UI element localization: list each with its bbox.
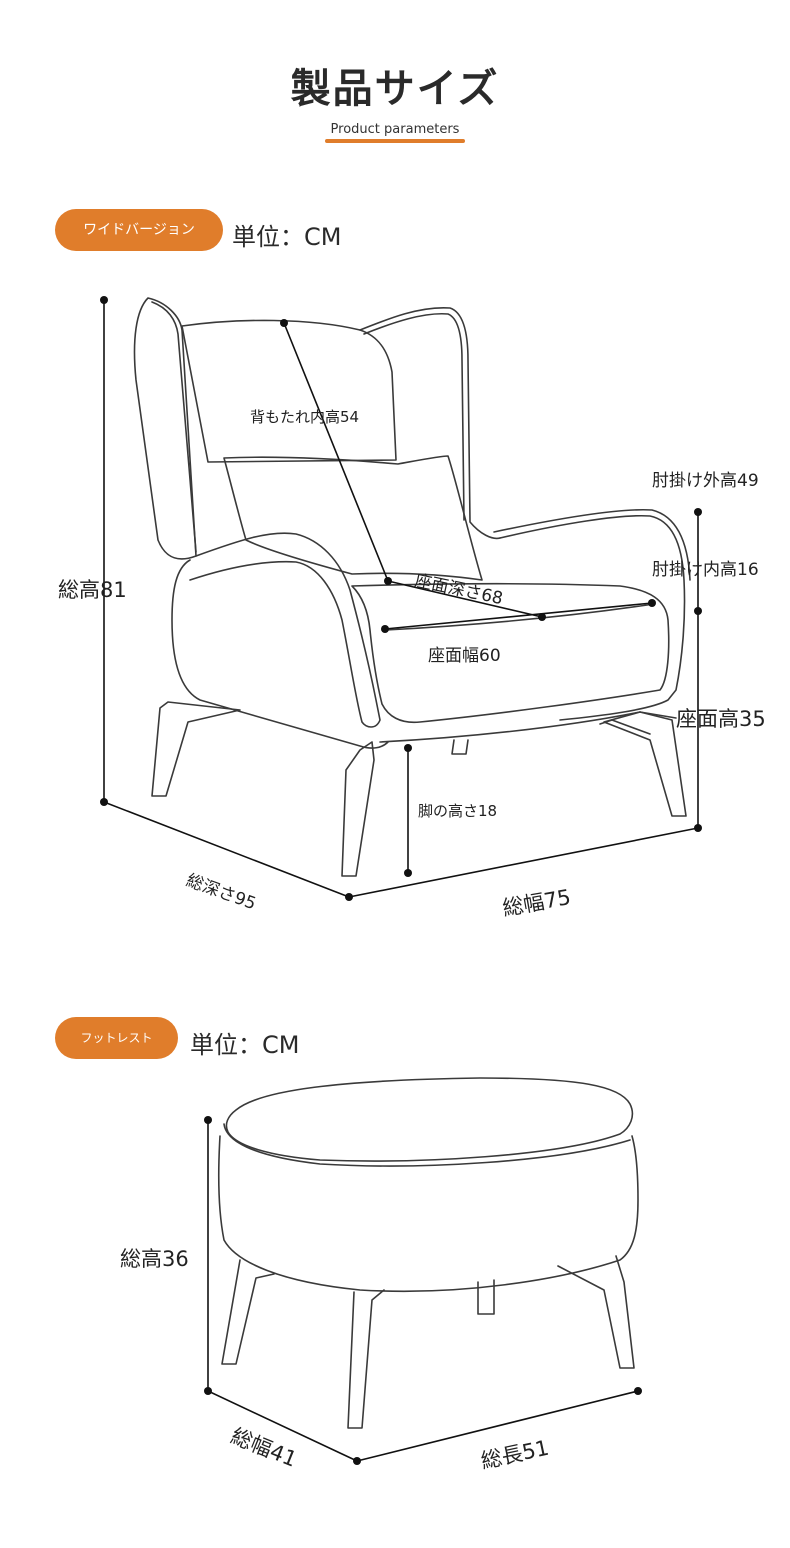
footrest-leg-back-mid [477, 1279, 495, 1315]
label-seat-height: 座面高35 [676, 707, 766, 731]
chair-tag [451, 739, 469, 755]
footrest-badge: フットレスト [55, 1017, 178, 1059]
label-armrest-inner-height: 肘掛け内高16 [652, 560, 759, 580]
dim-seat-depth [387, 580, 543, 618]
chair-leg-back-right [603, 711, 687, 817]
footrest-leg-front-right [557, 1255, 635, 1369]
page-title: 製品サイズ [290, 66, 500, 112]
subtitle: Product parameters [324, 122, 466, 143]
dim-footrest-total-width [207, 1390, 358, 1462]
dim-footrest-total-length [356, 1390, 639, 1462]
chair-version-badge: ワイドバージョン [55, 209, 223, 251]
chair-seat [351, 582, 670, 724]
footrest-illustration [218, 1077, 639, 1429]
label-leg-height: 脚の高さ18 [418, 802, 498, 820]
footrest-leg-back-left [221, 1259, 275, 1365]
label-armrest-outer-height: 肘掛け外高49 [652, 471, 759, 491]
footrest-unit-label: 単位：CM [190, 1031, 300, 1059]
dim-backrest-inner-height [283, 322, 389, 582]
dim-total-width [348, 827, 699, 898]
chair-leg-back-left [151, 701, 241, 797]
chair-right-arm [499, 514, 686, 721]
chair-backrest [181, 319, 397, 463]
chair-left-wing [133, 297, 197, 560]
subtitle-wrap: Product parameters [0, 118, 790, 143]
chair-leg-front-left [341, 741, 375, 877]
dim-seat-width [384, 602, 653, 630]
subtitle-underline [324, 139, 466, 143]
subtitle-text: Product parameters [330, 122, 460, 137]
chair-left-arm [189, 532, 381, 728]
label-backrest-inner-height: 背もたれ内高54 [250, 408, 360, 426]
label-total-height: 総高81 [58, 578, 127, 602]
chair-unit-label: 単位：CM [232, 223, 342, 251]
label-seat-width: 座面幅60 [428, 646, 501, 666]
chair-cushion [223, 455, 483, 581]
footrest-leg-front-left [347, 1289, 385, 1429]
chair-right-wing [359, 307, 501, 540]
label-footrest-total-height: 総高36 [120, 1247, 189, 1271]
dim-total-depth [103, 801, 350, 898]
